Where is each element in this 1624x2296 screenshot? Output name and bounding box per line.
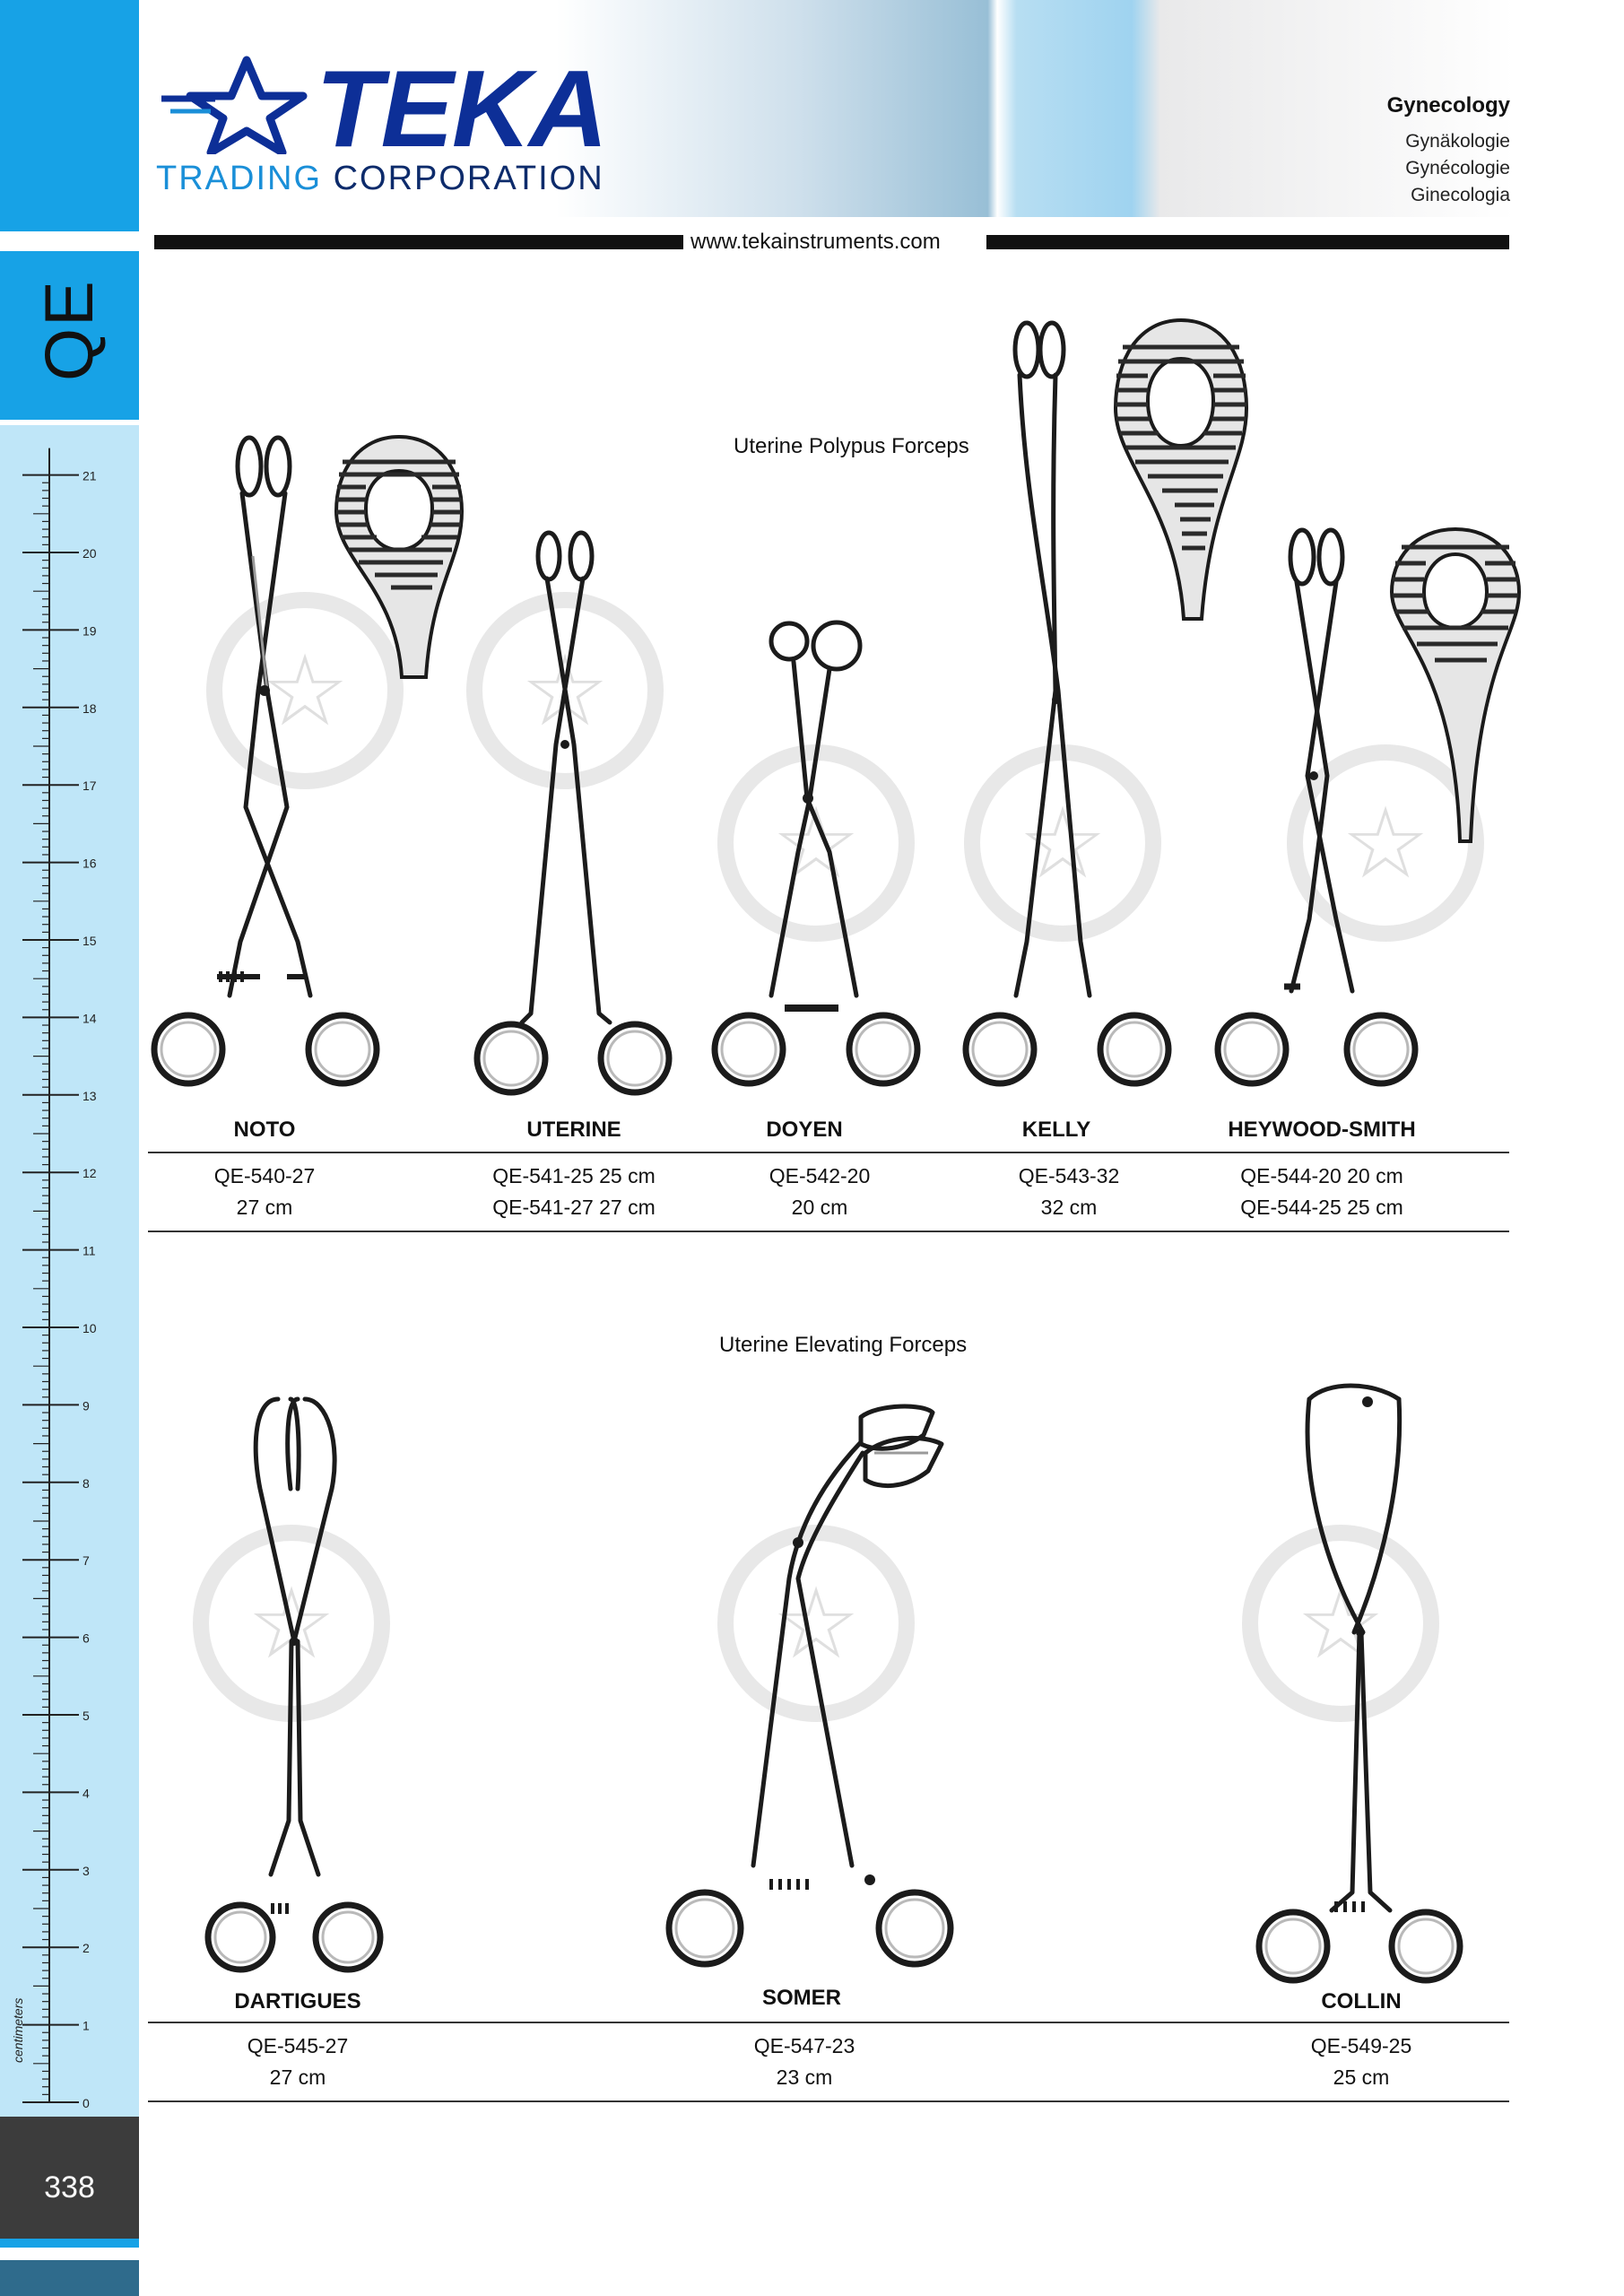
ruler-label: 18 xyxy=(83,701,97,716)
logo-subtitle-trading: TRADING xyxy=(156,160,322,197)
collin-forceps-image xyxy=(1255,1383,1463,1984)
somer-forceps-image xyxy=(665,1404,954,1968)
table-rule xyxy=(148,1231,1509,1232)
product-name-kelly: KELLY xyxy=(1021,1118,1091,1142)
footer-stripe xyxy=(0,2239,139,2248)
category-german: Gynäkologie xyxy=(1405,131,1510,152)
ruler-label: 6 xyxy=(83,1631,90,1646)
dartigues-forceps-image xyxy=(204,1396,384,1973)
sidebar-top-block xyxy=(0,0,139,231)
ruler-label: 10 xyxy=(83,1321,97,1335)
product-name-doyen: DOYEN xyxy=(766,1118,843,1142)
category-italian: Ginecologia xyxy=(1411,185,1510,205)
header-rule xyxy=(986,235,1509,249)
product-code: QE-544-25 25 cm xyxy=(1240,1196,1403,1219)
product-code: QE-549-25 xyxy=(1310,2034,1412,2057)
product-size: 23 cm xyxy=(776,2066,833,2089)
doyen-forceps-image xyxy=(711,620,921,1087)
ruler-unit-label: centimeters xyxy=(11,1997,25,2063)
heywood-smith-forceps-image xyxy=(1214,527,1419,1087)
table-rule xyxy=(148,2100,1509,2102)
sidebar-gap xyxy=(0,231,139,251)
ruler-label: 17 xyxy=(83,778,97,793)
product-size: 27 cm xyxy=(269,2066,326,2089)
page-number-box xyxy=(0,2117,139,2247)
product-code: QE-547-23 xyxy=(753,2034,855,2057)
product-name-uterine: UTERINE xyxy=(526,1118,621,1142)
product-code: QE-541-27 27 cm xyxy=(492,1196,656,1219)
section-code: QE xyxy=(31,279,108,381)
kelly-forceps-image xyxy=(962,320,1172,1087)
logo-subtitle-corporation: CORPORATION xyxy=(333,160,604,197)
product-code: QE-543-32 xyxy=(1018,1164,1120,1187)
product-code: QE-540-27 xyxy=(213,1164,316,1187)
ruler-label: 21 xyxy=(83,469,97,483)
noto-forceps-image xyxy=(151,435,380,1087)
product-name-heywood-smith: HEYWOOD-SMITH xyxy=(1228,1118,1416,1142)
ruler-label: 13 xyxy=(83,1089,97,1103)
section-code-block xyxy=(0,251,139,420)
sidebar-gap xyxy=(0,420,139,425)
uterine-forceps-image xyxy=(473,530,673,1096)
website-link[interactable]: www.tekainstruments.com xyxy=(690,230,941,254)
ruler-label: 9 xyxy=(83,1398,90,1413)
product-code: QE-545-27 xyxy=(247,2034,349,2057)
product-size: 27 cm xyxy=(236,1196,293,1219)
footer-stripe xyxy=(0,2260,139,2296)
heywood-smith-tip-detail-image xyxy=(1389,526,1522,843)
product-name-dartigues: DARTIGUES xyxy=(234,1989,361,2013)
product-size: 20 cm xyxy=(791,1196,848,1219)
kelly-tip-detail-image xyxy=(1113,317,1249,621)
header-rule xyxy=(154,235,683,249)
ruler-label: 20 xyxy=(83,546,97,561)
ruler-label: 16 xyxy=(83,857,97,871)
product-size: 32 cm xyxy=(1040,1196,1098,1219)
section-title-elevating: Uterine Elevating Forceps xyxy=(719,1333,968,1357)
category-french: Gynécologie xyxy=(1405,158,1510,178)
product-code: QE-544-20 20 cm xyxy=(1240,1164,1403,1187)
product-size: 25 cm xyxy=(1333,2066,1390,2089)
ruler-label: 14 xyxy=(83,1011,97,1025)
product-name-noto: NOTO xyxy=(233,1118,296,1142)
ruler-label: 11 xyxy=(83,1244,96,1258)
ruler-label: 1 xyxy=(83,2019,90,2033)
page-number: 338 xyxy=(44,2170,95,2205)
noto-tip-detail-image xyxy=(334,434,465,679)
ruler-label: 8 xyxy=(83,1476,90,1491)
ruler-label: 0 xyxy=(83,2096,90,2110)
table-rule xyxy=(148,1152,1509,1153)
logo-wordmark: TEKA xyxy=(316,48,608,170)
table-rule xyxy=(148,2022,1509,2023)
product-code: QE-541-25 25 cm xyxy=(492,1164,656,1187)
ruler-label: 19 xyxy=(83,623,97,638)
ruler-label: 7 xyxy=(83,1553,90,1568)
ruler-label: 3 xyxy=(83,1864,90,1878)
product-code: QE-542-20 xyxy=(769,1164,871,1187)
product-name-collin: COLLIN xyxy=(1321,1989,1402,2013)
ruler-label: 12 xyxy=(83,1166,97,1180)
ruler-label: 5 xyxy=(83,1709,90,1723)
ruler-label: 2 xyxy=(83,1941,90,1955)
category-title: Gynecology xyxy=(1386,93,1510,117)
header-gradient-band xyxy=(556,0,1515,217)
star-logo-icon xyxy=(161,56,308,154)
logo-subtitle: TRADING CORPORATION xyxy=(156,161,604,196)
section-title-polypus: Uterine Polypus Forceps xyxy=(734,434,969,458)
product-name-somer: SOMER xyxy=(761,1986,842,2010)
ruler-label: 15 xyxy=(83,934,97,948)
ruler-label: 4 xyxy=(83,1786,90,1800)
